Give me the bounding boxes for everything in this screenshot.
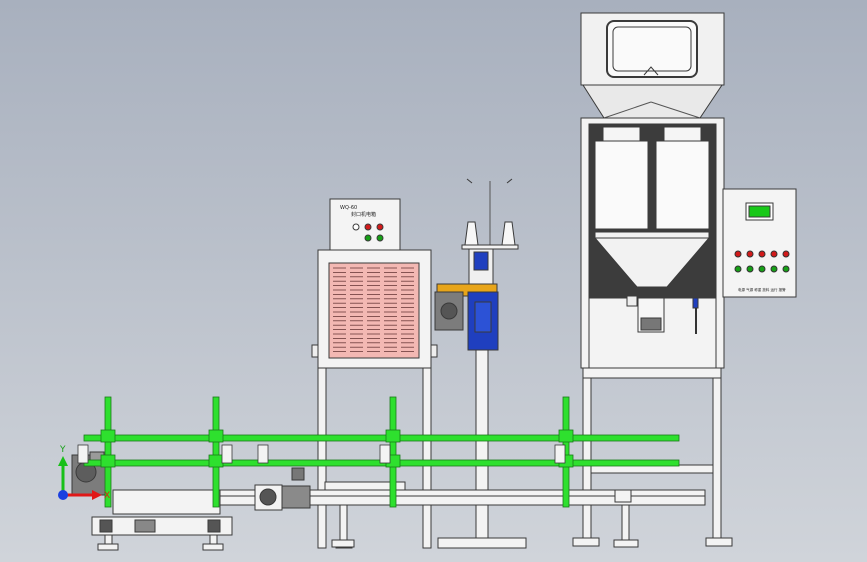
tower-leg-right [712,367,722,543]
sewing-panel-model: WQ-60 [340,205,357,211]
grille-slots [333,267,414,353]
cabinet-leg-left [317,367,327,549]
axis-triad: Y X [58,445,110,501]
weigh-bucket-right [655,140,710,230]
control-box-footer: 电源 气源 称重 放料 运行 报警 [738,287,786,292]
axis-y-label: Y [59,445,66,455]
rail-brackets [77,444,566,464]
ventilation-grille [328,262,420,359]
axis-x-label: X [104,491,110,501]
control-lamps-green [734,265,790,273]
infeed-table [112,489,221,515]
axis-z-icon [58,490,68,500]
cabinet-leg-right [422,367,432,549]
hopper-window [606,20,698,78]
conveyor-motor [281,485,311,509]
sewing-panel-title: 封口机电箱 [351,211,376,218]
conveyor [71,451,706,551]
control-lamps-red [734,250,790,258]
tower-leg-left [582,367,592,543]
control-box: 电源 气源 称重 放料 运行 报警 [722,188,797,298]
hopper-funnel [582,84,723,119]
hopper-tower [572,12,733,547]
sewing-column [475,349,489,541]
rail-upper [83,434,680,442]
rail-post [104,396,112,508]
weigh-bucket-left [594,140,649,230]
sewing-electrical-box: WQ-60 封口机电箱 [311,198,438,549]
